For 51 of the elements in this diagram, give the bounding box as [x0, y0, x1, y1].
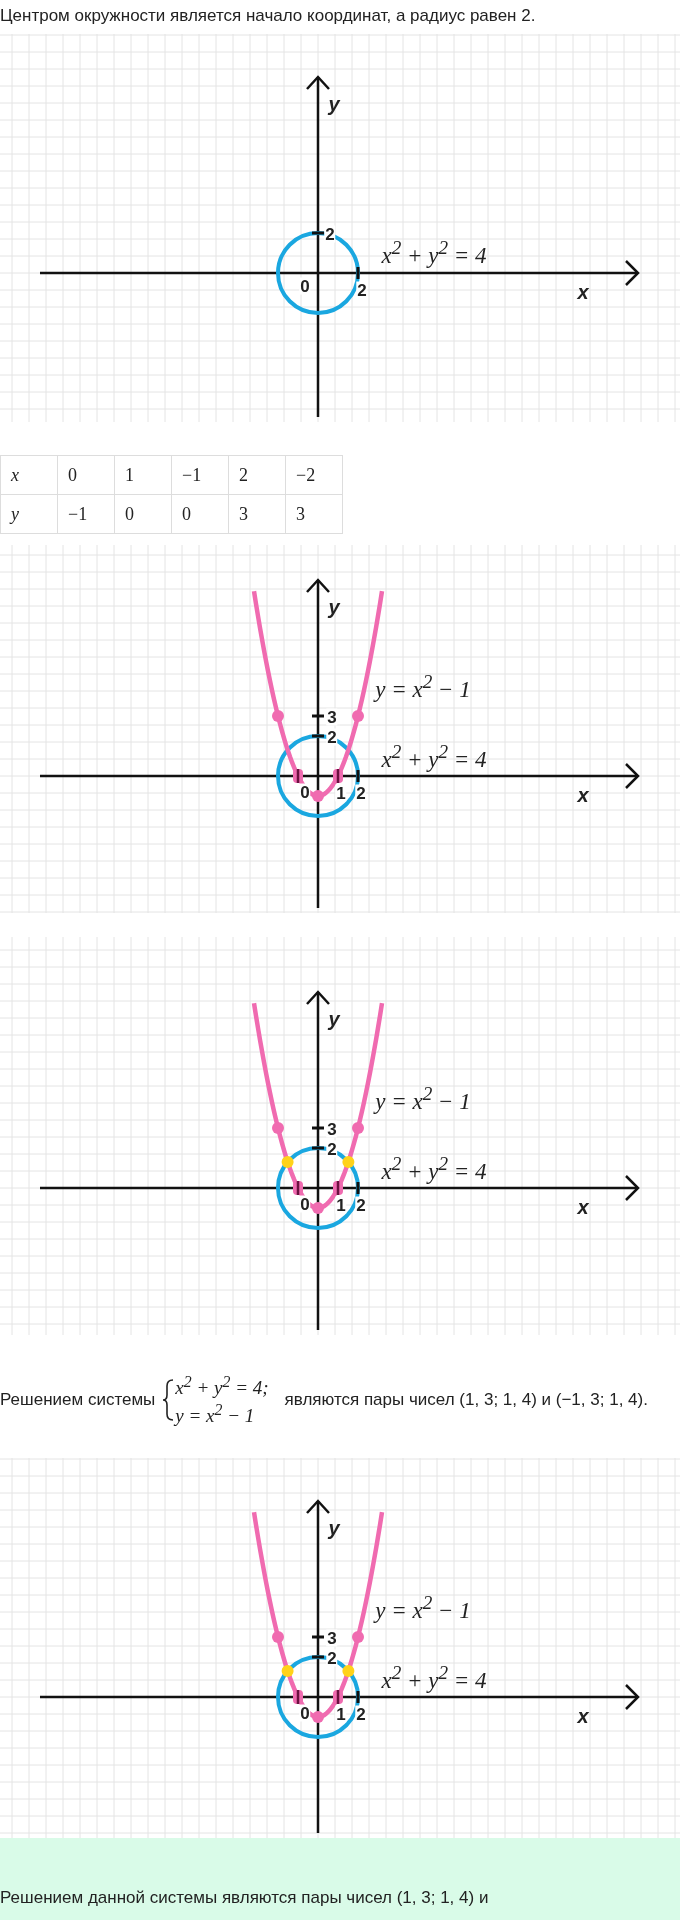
- tick-label: 2: [355, 1705, 367, 1723]
- sentence: Решением данной системы являются пары чисел (1, 3; 1, 4) и: [0, 1888, 489, 1909]
- tick-label: 2: [326, 1140, 338, 1158]
- tick-label: 3: [326, 708, 338, 726]
- axis-label: x: [577, 1195, 589, 1219]
- tick-label: 2: [355, 1196, 367, 1214]
- table-cell: 0: [171, 494, 229, 534]
- tick-label: 1: [335, 1705, 347, 1723]
- tick-label: 0: [299, 1195, 311, 1213]
- tick-label: 3: [326, 1629, 338, 1647]
- axis-label: x: [577, 280, 589, 304]
- table-cell: −2: [285, 455, 343, 495]
- tick-label: 0: [299, 783, 311, 801]
- table-cell: 2: [228, 455, 286, 495]
- equation-label: x$^{2}$ + y$^{2}$ = 4: [381, 1661, 487, 1695]
- axis-label: y: [328, 92, 340, 116]
- table-cell: 0: [114, 494, 172, 534]
- sentence: Центром окружности является начало координат, а радиус равен 2.: [0, 6, 536, 27]
- table-cell: −1: [57, 494, 115, 534]
- equation-label: x$^{2}$ + y$^{2}$ = 4: [381, 740, 487, 774]
- tick-label: 2: [355, 784, 367, 802]
- equation-label: x$^{2}$ + y$^{2}$ = 4: [381, 1152, 487, 1186]
- axis-label: y: [328, 1516, 340, 1540]
- axis-label: x: [577, 783, 589, 807]
- axis-label: y: [328, 595, 340, 619]
- table-cell: x: [0, 455, 58, 495]
- tick-label: 2: [356, 281, 368, 299]
- tick-label: 1: [335, 784, 347, 802]
- axis-label: y: [328, 1007, 340, 1031]
- table-cell: 0: [57, 455, 115, 495]
- axis-label: x: [577, 1704, 589, 1728]
- tick-label: 0: [299, 1704, 311, 1722]
- equation-label: x$^{2}$ + y$^{2}$ = 4: [381, 236, 487, 270]
- table-cell: −1: [171, 455, 229, 495]
- equation-label: y = x$^{2}$ − 1: [375, 1591, 471, 1625]
- sentence: являются пары чисел (1, 3; 1, 4) и (−1, 3; 1, 4).: [284, 1389, 648, 1409]
- equation: x$^{2}$ + y$^{2}$ = 4;: [175, 1372, 269, 1401]
- table-cell: 3: [228, 494, 286, 534]
- tick-label: 1: [335, 1196, 347, 1214]
- equation-label: y = x$^{2}$ − 1: [375, 670, 471, 704]
- equation-label: y = x$^{2}$ − 1: [375, 1082, 471, 1116]
- table-cell: 1: [114, 455, 172, 495]
- tick-label: 0: [299, 277, 311, 295]
- table-cell: y: [0, 494, 58, 534]
- equation: y = x$^{2}$ − 1: [175, 1400, 256, 1429]
- tick-label: 2: [324, 225, 336, 243]
- sentence: Решением системы: [0, 1389, 156, 1409]
- table-cell: 3: [285, 494, 343, 534]
- tick-label: 2: [326, 728, 338, 746]
- tick-label: 2: [326, 1649, 338, 1667]
- tick-label: 3: [326, 1120, 338, 1138]
